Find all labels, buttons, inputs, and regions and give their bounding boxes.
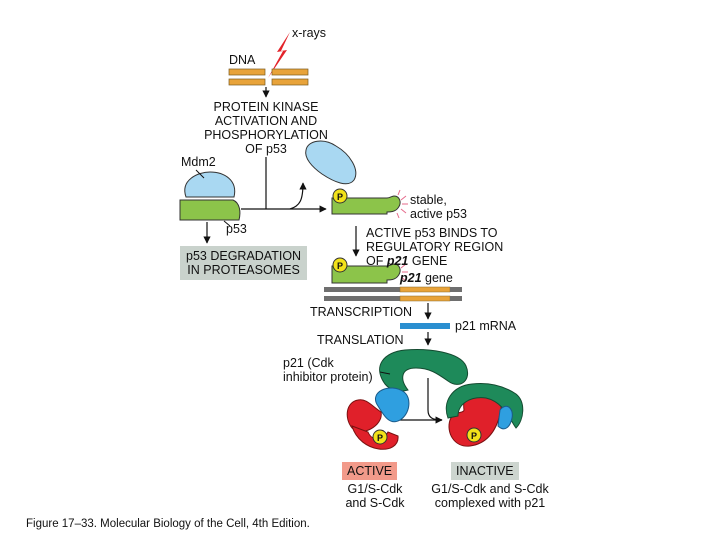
inactive-description: G1/S-Cdk and S-Cdk complexed with p21 bbox=[420, 482, 560, 510]
p21-mrna-label: p21 mRNA bbox=[455, 319, 517, 333]
mdm2-label: Mdm2 bbox=[181, 155, 216, 169]
stable-line-2: active p53 bbox=[410, 207, 467, 221]
dna-broken bbox=[228, 68, 309, 86]
p21-gene-dna bbox=[324, 286, 462, 302]
binds-label: ACTIVE p53 BINDS TO REGULATORY REGION OF… bbox=[366, 226, 503, 268]
binds-line-3: OF p21 GENE bbox=[366, 254, 503, 268]
kinase-line-2: ACTIVATION AND bbox=[214, 114, 318, 128]
dna-label: DNA bbox=[229, 53, 256, 67]
mdm2-shape bbox=[184, 171, 236, 198]
xray-bolt-icon bbox=[268, 32, 290, 78]
inactive-desc-line-2: complexed with p21 bbox=[434, 496, 546, 510]
active-p53-shape bbox=[331, 188, 408, 219]
phospho-label-4: P bbox=[471, 431, 477, 441]
kinase-label: PROTEIN KINASE ACTIVATION AND PHOSPHORYL… bbox=[204, 100, 328, 156]
p21-protein-shape bbox=[379, 349, 468, 392]
binds-line-3-suffix: GENE bbox=[408, 254, 448, 268]
active-badge: ACTIVE bbox=[342, 462, 398, 480]
active-desc-line-2: and S-Cdk bbox=[345, 496, 405, 510]
phospho-label-3: P bbox=[377, 433, 383, 443]
translation-label: TRANSLATION bbox=[317, 333, 404, 347]
p21-pointer bbox=[379, 371, 391, 375]
binds-line-1: ACTIVE p53 BINDS TO bbox=[366, 226, 498, 240]
stable-p53-label: stable, active p53 bbox=[410, 193, 467, 221]
p21-gene-italic: p21 bbox=[400, 271, 422, 285]
mdm2-released-shape bbox=[305, 140, 357, 185]
p21-protein-line-1: p21 (Cdk bbox=[283, 356, 334, 370]
binds-line-3-prefix: OF bbox=[366, 254, 387, 268]
binds-line-2: REGULATORY REGION bbox=[366, 240, 504, 254]
arrow-mdm2-release bbox=[289, 182, 307, 210]
inactive-badge: INACTIVE bbox=[451, 462, 519, 480]
degradation-line-1: p53 DEGRADATION bbox=[186, 249, 302, 263]
p21-gene-label: p21 gene bbox=[400, 271, 453, 285]
arrow-p21-binding bbox=[427, 378, 443, 424]
degradation-line-2: IN PROTEASOMES bbox=[187, 263, 300, 277]
p53-complex-shape bbox=[179, 199, 241, 221]
active-cdk-complex bbox=[346, 387, 410, 450]
figure-caption: Figure 17–33. Molecular Biology of the C… bbox=[26, 518, 310, 530]
p21-mrna-bar bbox=[400, 323, 450, 329]
p21-gene-suffix: gene bbox=[421, 271, 453, 285]
bound-p53-shape bbox=[331, 257, 408, 284]
binds-line-3-gene: p21 bbox=[386, 254, 409, 268]
inactive-cdk-complex bbox=[445, 383, 524, 447]
degradation-box: p53 DEGRADATION IN PROTEASOMES bbox=[180, 246, 308, 280]
xrays-label: x-rays bbox=[292, 26, 327, 40]
kinase-line-4: OF p53 bbox=[245, 142, 287, 156]
transcription-label: TRANSCRIPTION bbox=[310, 305, 413, 319]
phospho-label-2: P bbox=[337, 261, 343, 271]
p21-protein-label: p21 (Cdk inhibitor protein) bbox=[283, 356, 373, 384]
stable-line-1: stable, bbox=[410, 193, 447, 207]
phospho-label-1: P bbox=[337, 192, 343, 202]
p53-label: p53 bbox=[226, 222, 247, 236]
p21-protein-line-2: inhibitor protein) bbox=[283, 370, 373, 384]
p53-pointer bbox=[223, 220, 231, 227]
inactive-desc-line-1: G1/S-Cdk and S-Cdk bbox=[431, 482, 549, 496]
active-description: G1/S-Cdk and S-Cdk bbox=[332, 482, 418, 510]
mdm2-pointer bbox=[195, 169, 205, 179]
kinase-line-3: PHOSPHORYLATION bbox=[204, 128, 328, 142]
kinase-line-1: PROTEIN KINASE bbox=[213, 100, 319, 114]
active-desc-line-1: G1/S-Cdk bbox=[347, 482, 403, 496]
